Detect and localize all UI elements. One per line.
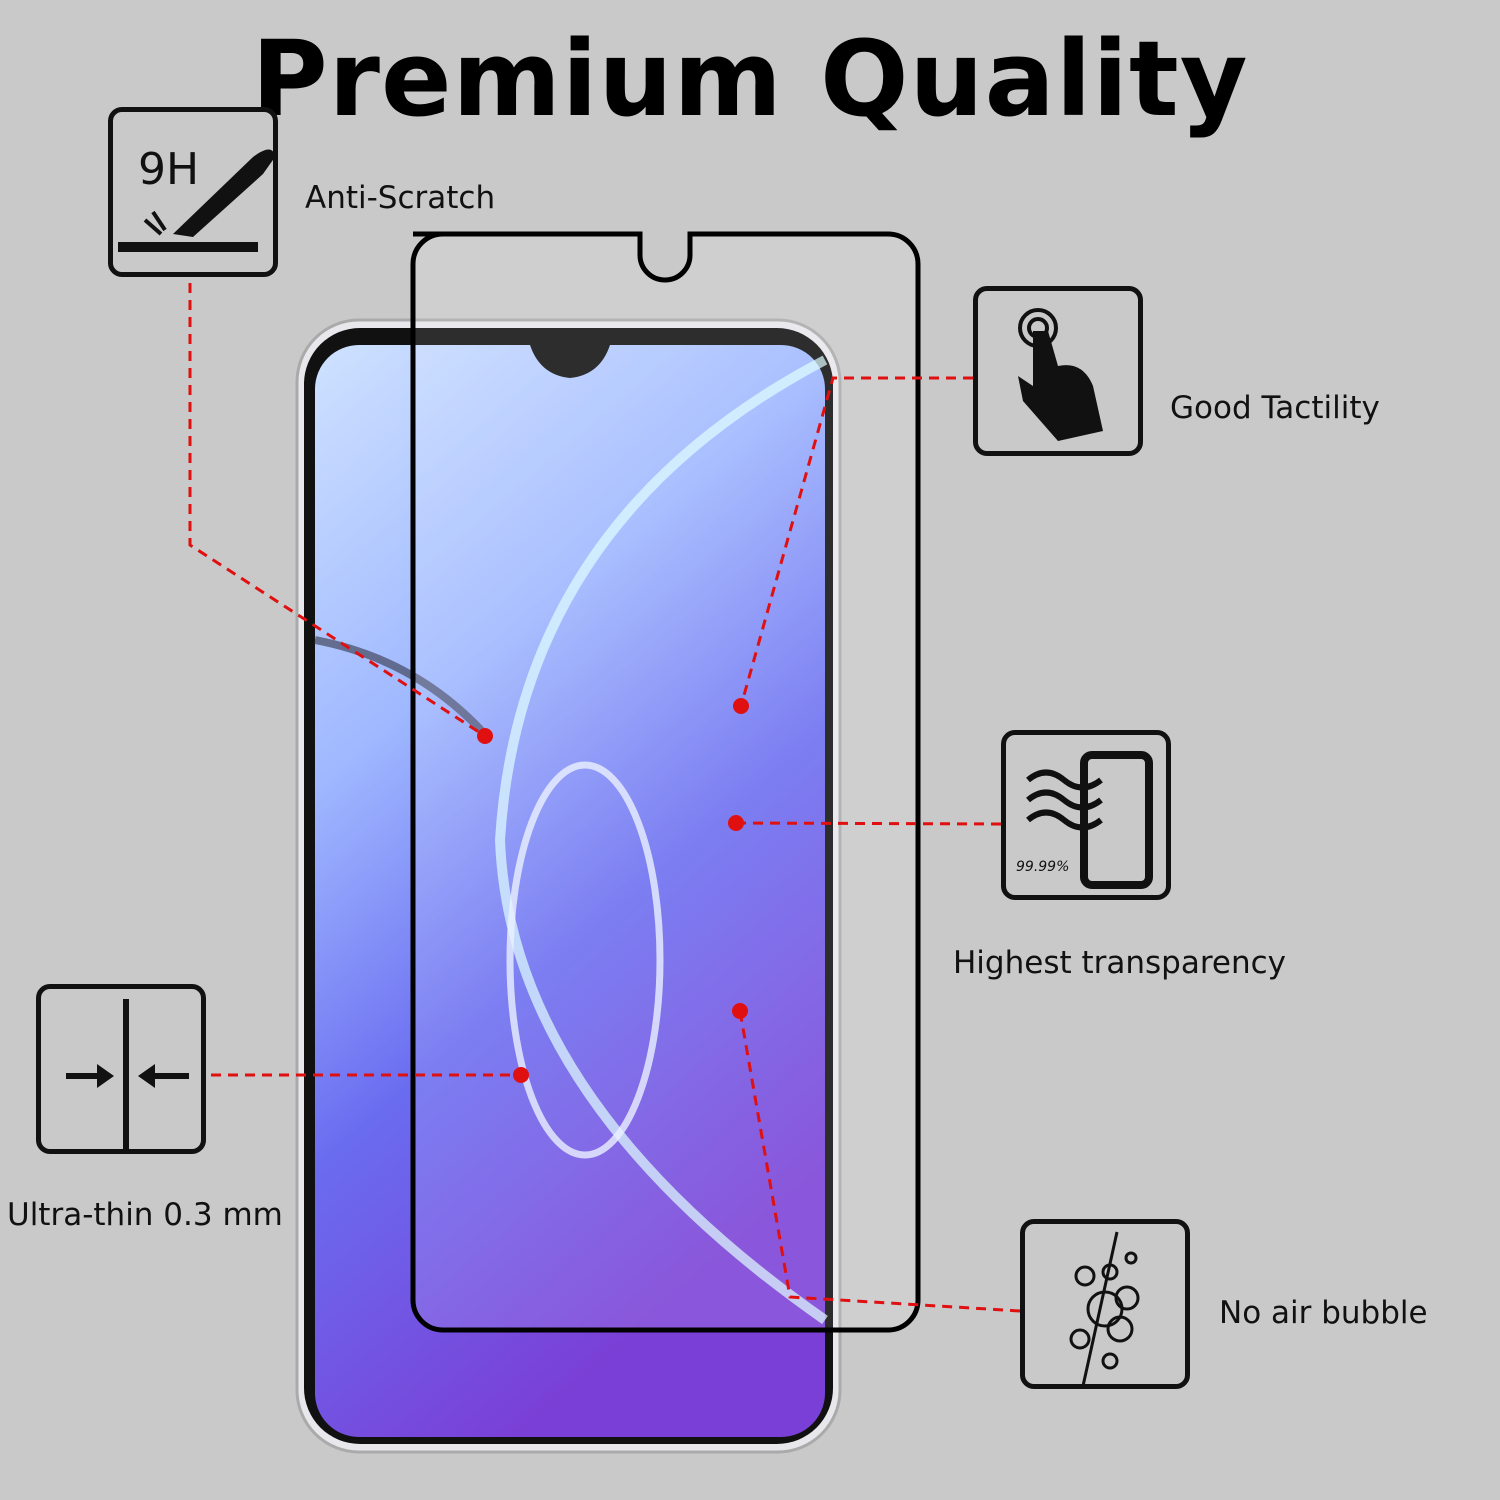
tactility-box — [973, 286, 1143, 456]
phone-screen — [315, 345, 825, 1437]
svg-text:9H: 9H — [138, 144, 199, 195]
transparency-badge: 99.99% — [1016, 859, 1070, 875]
feature-label: Good Tactility — [1170, 390, 1380, 426]
callout-lines — [188, 283, 1021, 1313]
feature-label: No air bubble — [1219, 1295, 1428, 1331]
transparency-icon — [1026, 751, 1153, 889]
screen-protector-outline — [410, 231, 921, 1333]
page-title: Premium Quality — [251, 18, 1249, 140]
feature-label: Anti-Scratch — [305, 180, 496, 216]
knife-9h-icon: 9H — [118, 144, 275, 252]
feature-label: Highest transparency — [953, 945, 1287, 981]
feature-label: Ultra-thin 0.3 mm — [7, 1197, 283, 1233]
thin-arrows-icon — [66, 999, 189, 1149]
bubbles-icon — [1069, 1231, 1140, 1387]
callout-dots — [477, 698, 749, 1083]
no-bubble-box — [1020, 1219, 1190, 1389]
transparency-box: 99.99% — [1001, 730, 1171, 900]
anti-scratch-box: 9H — [108, 107, 278, 277]
ultra-thin-box — [36, 984, 206, 1154]
touch-hand-icon — [1018, 308, 1103, 441]
